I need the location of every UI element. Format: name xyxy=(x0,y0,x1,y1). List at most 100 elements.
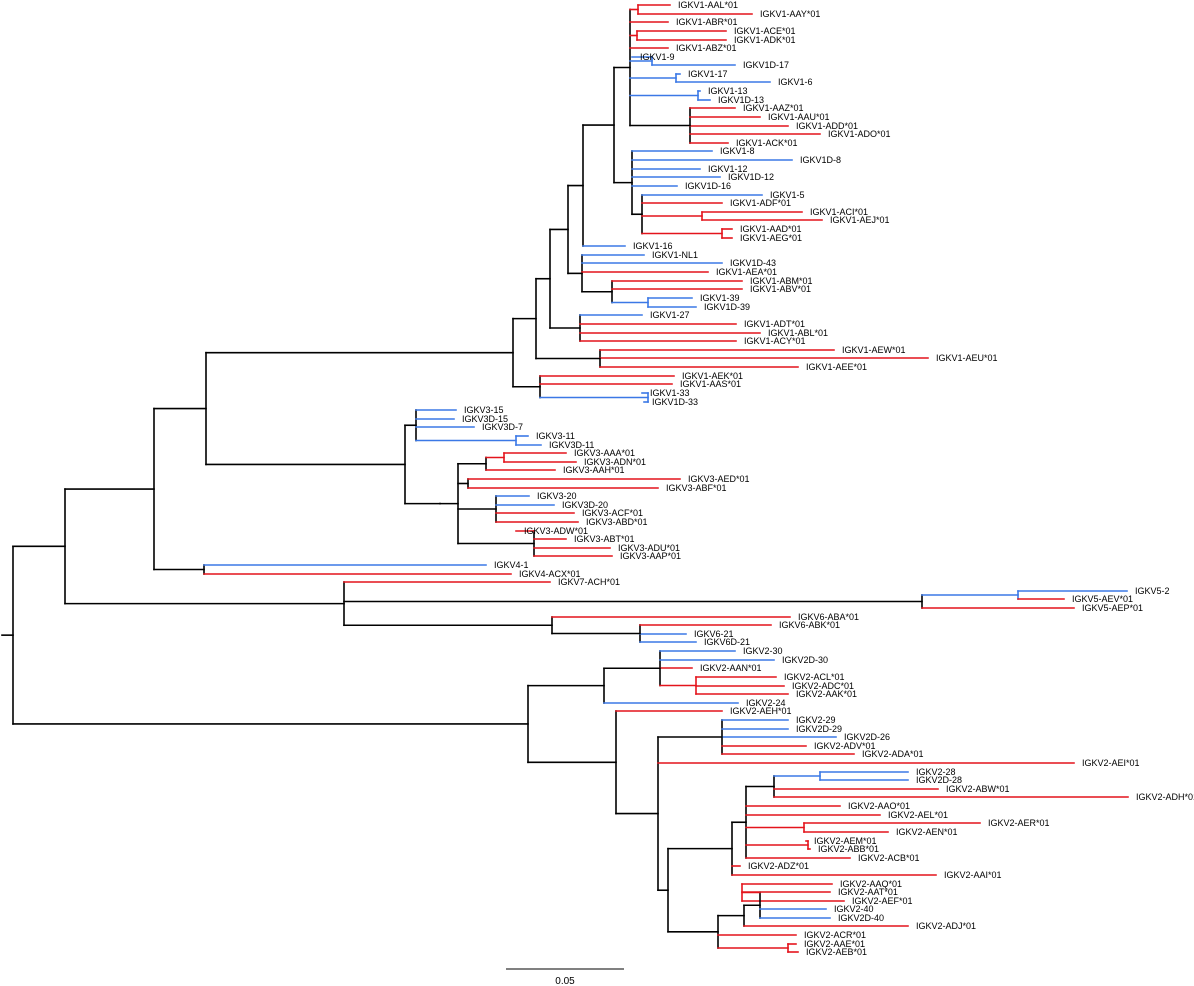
leaf-label: IGKV1-16 xyxy=(633,241,673,251)
leaf-label: IGKV2-AAO*01 xyxy=(848,801,910,811)
leaf-label: IGKV2-ABB*01 xyxy=(818,844,879,854)
leaf-label: IGKV3D-11 xyxy=(549,440,594,450)
leaf-label: IGKV1D-39 xyxy=(704,302,750,312)
leaf-label: IGKV1-ACK*01 xyxy=(736,138,798,148)
leaf-label: IGKV1D-33 xyxy=(652,397,698,407)
leaf-label: IGKV2-ACB*01 xyxy=(858,853,920,863)
leaf-label: IGKV1-AEA*01 xyxy=(716,267,777,277)
leaf-labels: IGKV1-AAL*01IGKV1-AAY*01IGKV1-ACE*01IGKV… xyxy=(462,0,1194,957)
leaf-label: IGKV5-2 xyxy=(1135,586,1170,596)
leaf-label: IGKV3D-15 xyxy=(462,414,508,424)
leaf-label: IGKV1-AEG*01 xyxy=(740,233,802,243)
leaf-label: IGKV1-33 xyxy=(650,388,690,398)
leaf-label: IGKV2-AER*01 xyxy=(988,818,1050,828)
leaf-label: IGKV2-ACL*01 xyxy=(784,672,845,682)
leaf-label: IGKV2-AAN*01 xyxy=(700,663,762,673)
leaf-label: IGKV2D-28 xyxy=(916,775,962,785)
leaf-label: IGKV1-ABV*01 xyxy=(750,284,811,294)
leaf-label: IGKV2-ADC*01 xyxy=(792,681,854,691)
leaf-label: IGKV6-ABK*01 xyxy=(779,620,840,630)
leaf-label: IGKV2-ADJ*01 xyxy=(916,921,976,931)
leaf-label: IGKV2-ADZ*01 xyxy=(748,861,809,871)
leaf-label: IGKV1-ABM*01 xyxy=(750,276,813,286)
leaf-label: IGKV1-ADF*01 xyxy=(730,198,791,208)
leaf-label: IGKV2-28 xyxy=(916,767,956,777)
leaf-label: IGKV3-20 xyxy=(537,491,577,501)
leaf-label: IGKV2-AAK*01 xyxy=(796,689,857,699)
leaf-label: IGKV1D-43 xyxy=(730,258,776,268)
leaf-label: IGKV2-40 xyxy=(834,904,874,914)
leaf-label: IGKV1-ADD*01 xyxy=(796,121,858,131)
scale-bar: 0.05 xyxy=(506,968,624,986)
leaf-label: IGKV2D-26 xyxy=(844,732,890,742)
leaf-label: IGKV1-AEJ*01 xyxy=(830,215,890,225)
leaf-label: IGKV1-AAU*01 xyxy=(768,112,830,122)
leaf-label: IGKV2-AEF*01 xyxy=(852,896,913,906)
leaf-label: IGKV2-AEM*01 xyxy=(814,836,877,846)
leaf-label: IGKV2-AAQ*01 xyxy=(840,879,902,889)
leaf-label: IGKV1-9 xyxy=(640,52,675,62)
leaf-label: IGKV2-AAT*01 xyxy=(838,887,898,897)
leaf-label: IGKV1-ACY*01 xyxy=(744,336,806,346)
leaf-label: IGKV3-AAH*01 xyxy=(563,465,625,475)
leaf-label: IGKV2D-29 xyxy=(796,724,842,734)
leaf-label: IGKV1-39 xyxy=(700,293,740,303)
leaf-label: IGKV1-AEK*01 xyxy=(682,371,743,381)
leaf-label: IGKV1-12 xyxy=(708,164,748,174)
leaf-label: IGKV1-AAZ*01 xyxy=(743,103,804,113)
leaf-label: IGKV3-15 xyxy=(464,405,504,415)
leaf-label: IGKV3-ADN*01 xyxy=(584,457,646,467)
leaf-label: IGKV5-AEV*01 xyxy=(1072,594,1133,604)
leaf-label: IGKV4-1 xyxy=(494,560,529,570)
leaf-label: IGKV5-AEP*01 xyxy=(1082,603,1143,613)
leaf-label: IGKV1-AAS*01 xyxy=(680,379,741,389)
leaf-label: IGKV1-ABL*01 xyxy=(768,328,828,338)
leaf-label: IGKV2-29 xyxy=(796,715,836,725)
leaf-label: IGKV1D-17 xyxy=(743,60,789,70)
leaf-label: IGKV2D-30 xyxy=(782,655,828,665)
leaf-label: IGKV1-AEU*01 xyxy=(936,353,998,363)
leaf-label: IGKV3D-20 xyxy=(562,500,608,510)
tree-branches xyxy=(1,4,1129,953)
leaf-label: IGKV3-ADU*01 xyxy=(618,543,680,553)
leaf-label: IGKV1-ACI*01 xyxy=(810,207,868,217)
leaf-label: IGKV2-24 xyxy=(746,698,786,708)
leaf-label: IGKV3-AAP*01 xyxy=(620,551,681,561)
leaf-label: IGKV3-AAA*01 xyxy=(574,448,635,458)
leaf-label: IGKV6-21 xyxy=(694,629,734,639)
leaf-label: IGKV2-AAE*01 xyxy=(804,939,865,949)
leaf-label: IGKV3-AED*01 xyxy=(688,474,750,484)
leaf-label: IGKV1-AAY*01 xyxy=(760,9,820,19)
leaf-label: IGKV1-6 xyxy=(778,77,813,87)
leaf-label: IGKV1-ACE*01 xyxy=(734,26,796,36)
leaf-label: IGKV3-ABD*01 xyxy=(586,517,648,527)
leaf-label: IGKV1-ABZ*01 xyxy=(676,43,737,53)
leaf-label: IGKV2-ADA*01 xyxy=(862,749,924,759)
leaf-label: IGKV2-AEB*01 xyxy=(806,947,867,957)
leaf-label: IGKV1-AEE*01 xyxy=(806,362,867,372)
leaf-label: IGKV1-8 xyxy=(720,146,755,156)
leaf-label: IGKV4-ACX*01 xyxy=(519,569,581,579)
leaf-label: IGKV3-ADW*01 xyxy=(524,526,588,536)
leaf-label: IGKV2-ADV*01 xyxy=(814,741,876,751)
leaf-label: IGKV2-AEN*01 xyxy=(896,827,958,837)
leaf-label: IGKV1D-16 xyxy=(685,181,731,191)
leaf-label: IGKV7-ACH*01 xyxy=(558,577,620,587)
leaf-label: IGKV2-ACR*01 xyxy=(804,930,866,940)
leaf-label: IGKV3-ABT*01 xyxy=(574,534,635,544)
leaf-label: IGKV1D-12 xyxy=(728,172,774,182)
scale-bar-label: 0.05 xyxy=(555,976,575,986)
leaf-label: IGKV1D-13 xyxy=(718,95,764,105)
leaf-label: IGKV1-NL1 xyxy=(652,250,698,260)
leaf-label: IGKV1-5 xyxy=(770,190,805,200)
leaf-label: IGKV1-17 xyxy=(688,69,728,79)
leaf-label: IGKV2-ADH*01 xyxy=(1136,792,1194,802)
leaf-label: IGKV1-13 xyxy=(708,86,748,96)
leaf-label: IGKV6-ABA*01 xyxy=(798,612,859,622)
leaf-label: IGKV1-ADK*01 xyxy=(734,35,796,45)
leaf-label: IGKV1-ABR*01 xyxy=(676,17,738,27)
leaf-label: IGKV1-AAD*01 xyxy=(740,224,802,234)
leaf-label: IGKV1-AAL*01 xyxy=(678,0,738,10)
leaf-label: IGKV2-30 xyxy=(743,646,783,656)
leaf-label: IGKV3-11 xyxy=(536,431,575,441)
